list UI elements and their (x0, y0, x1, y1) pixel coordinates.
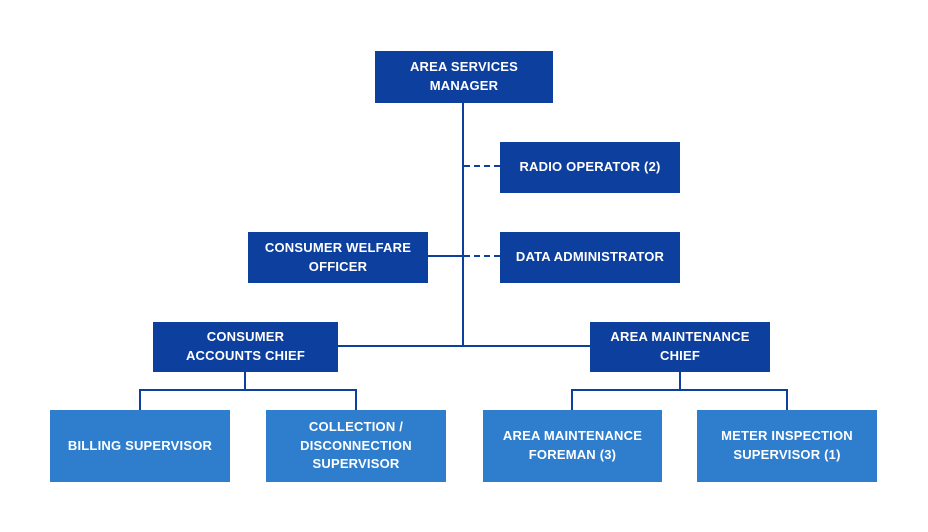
connector-dashed-data-administrator (464, 255, 500, 257)
node-label: AREA MAINTENANCE CHIEF (610, 329, 750, 363)
connector-maintenance-chief-stub (679, 372, 681, 390)
connector-consumer-welfare-officer (428, 255, 462, 257)
node-meter-inspection-supervisor: METER INSPECTION SUPERVISOR (1) (697, 410, 877, 482)
node-label: CONSUMER WELFARE OFFICER (264, 239, 412, 274)
connector-dashed-radio-operator (464, 165, 500, 167)
connector-billing-stub (139, 389, 141, 410)
node-collection-disconnection-supervisor: COLLECTION / DISCONNECTION SUPERVISOR (266, 410, 446, 482)
node-radio-operator: RADIO OPERATOR (2) (500, 142, 680, 193)
connector-accounts-chief-stub (244, 372, 246, 390)
connector-accounts-children-horizontal (139, 389, 357, 391)
node-label: RADIO OPERATOR (2) (519, 159, 661, 175)
node-consumer-welfare-officer: CONSUMER WELFARE OFFICER (248, 232, 428, 283)
node-billing-supervisor: BILLING SUPERVISOR (50, 410, 230, 482)
node-label: DATA ADMINISTRATOR (515, 249, 665, 265)
node-label: AREA SERVICES MANAGER (409, 59, 519, 93)
node-label: BILLING SUPERVISOR (67, 437, 213, 453)
node-area-maintenance-foreman: AREA MAINTENANCE FOREMAN (3) (483, 410, 662, 482)
connector-meter-stub (786, 389, 788, 410)
node-label: COLLECTION / DISCONNECTION SUPERVISOR (300, 418, 412, 472)
node-data-administrator: DATA ADMINISTRATOR (500, 232, 680, 283)
node-label: CONSUMER ACCOUNTS CHIEF (185, 329, 306, 363)
connector-foreman-stub (571, 389, 573, 410)
connector-collection-stub (355, 389, 357, 410)
connector-maintenance-children-horizontal (571, 389, 788, 391)
node-area-services-manager: AREA SERVICES MANAGER (375, 51, 553, 103)
node-label: METER INSPECTION SUPERVISOR (1) (721, 428, 853, 462)
node-consumer-accounts-chief: CONSUMER ACCOUNTS CHIEF (153, 322, 338, 372)
connector-manager-drop-line (462, 103, 464, 347)
node-label: AREA MAINTENANCE FOREMAN (3) (502, 428, 643, 462)
node-area-maintenance-chief: AREA MAINTENANCE CHIEF (590, 322, 770, 372)
connector-chiefs-horizontal (338, 345, 590, 347)
